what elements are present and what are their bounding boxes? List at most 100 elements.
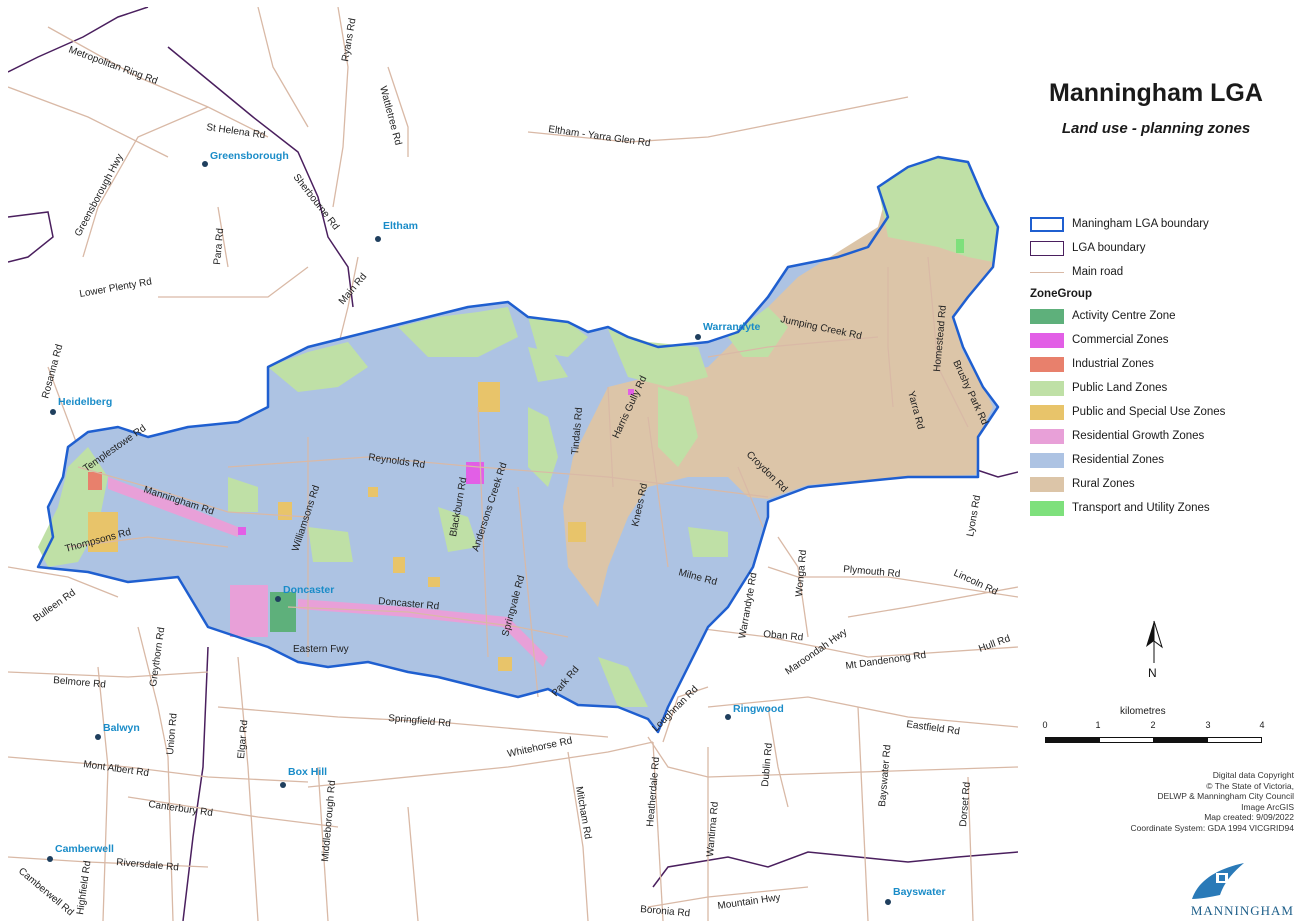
manningham-lga-boundary[interactable] xyxy=(36,155,1000,734)
legend-item-manningham-boundary: Maningham LGA boundary xyxy=(1030,212,1292,236)
road-label: Camberwell Rd xyxy=(16,866,75,918)
road-label: Dublin Rd xyxy=(760,743,775,788)
legend-item-zone: Residential Zones xyxy=(1030,448,1292,472)
legend-label: Industrial Zones xyxy=(1072,358,1154,370)
legend-item-zone: Residential Growth Zones xyxy=(1030,424,1292,448)
legend-item-zone: Commercial Zones xyxy=(1030,328,1292,352)
road-label: Riversdale Rd xyxy=(116,857,180,873)
road-label: Eltham - Yarra Glen Rd xyxy=(548,124,652,149)
legend-item-zone: Rural Zones xyxy=(1030,472,1292,496)
line-swatch xyxy=(1030,271,1064,273)
legend-item-zone: Activity Centre Zone xyxy=(1030,304,1292,328)
road-label: Elgar Rd xyxy=(236,720,250,760)
public-land-zones[interactable] xyxy=(38,157,998,707)
zone-color-swatch xyxy=(1030,476,1064,492)
road-label: Mt Dandenong Rd xyxy=(845,650,927,672)
suburb-box-hill: Box Hill xyxy=(288,766,327,778)
scale-segment xyxy=(1153,737,1208,743)
legend-item-zone: Public Land Zones xyxy=(1030,376,1292,400)
road-label: Doncaster Rd xyxy=(378,596,440,612)
suburb-camberwell: Camberwell xyxy=(55,843,114,855)
legend-group-title: ZoneGroup xyxy=(1030,288,1092,300)
council-logo-icon xyxy=(1188,859,1248,908)
road-label: Hull Rd xyxy=(977,633,1012,655)
credit-line: DELWP & Manningham City Council xyxy=(1157,791,1294,801)
scale-unit: kilometres xyxy=(1120,706,1166,717)
scale-tick: 2 xyxy=(1150,720,1156,730)
road-label: Springfield Rd xyxy=(388,713,452,729)
credit-line: Coordinate System: GDA 1994 VICGRID94 xyxy=(1130,822,1294,833)
scale-tick: 1 xyxy=(1095,720,1101,730)
scale-tick: 3 xyxy=(1205,720,1211,730)
suburb-markers: Greensborough Eltham Heidelberg Warrandy… xyxy=(47,150,946,905)
road-label: Plymouth Rd xyxy=(843,564,901,580)
road-label: Bayswater Rd xyxy=(877,744,893,807)
road-label: Highfield Rd xyxy=(75,860,93,915)
industrial-zones[interactable] xyxy=(88,472,102,490)
road-label: Tindals Rd xyxy=(570,407,585,455)
residential-growth-zones[interactable] xyxy=(108,477,548,667)
legend-label: Activity Centre Zone xyxy=(1072,310,1176,322)
road-label: Wonga Rd xyxy=(794,549,809,597)
zone-color-swatch xyxy=(1030,404,1064,420)
map-title: Manningham LGA xyxy=(1049,79,1263,107)
public-special-use-zones[interactable] xyxy=(88,382,586,671)
road-label: St Helena Rd xyxy=(206,122,266,141)
legend-label: LGA boundary xyxy=(1072,242,1146,254)
legend-label: Residential Growth Zones xyxy=(1072,430,1205,442)
suburb-heidelberg: Heidelberg xyxy=(58,396,112,408)
zone-color-swatch xyxy=(1030,308,1064,324)
internal-roads xyxy=(67,256,969,698)
credit-line: Digital data Copyright xyxy=(1212,770,1294,780)
legend-label: Main road xyxy=(1072,266,1124,278)
legend-label: Residential Zones xyxy=(1072,454,1165,466)
road-label: Greensborough Hwy xyxy=(73,152,126,238)
road-label: Ryans Rd xyxy=(340,17,358,62)
legend-label: Rural Zones xyxy=(1072,478,1135,490)
zone-color-swatch xyxy=(1030,356,1064,372)
road-label: Wantirna Rd xyxy=(705,801,721,857)
legend-label: Maningham LGA boundary xyxy=(1072,218,1209,230)
scale-segment xyxy=(1045,737,1100,743)
zone-color-swatch xyxy=(1030,380,1064,396)
road-label: Greythorn Rd xyxy=(148,626,167,687)
suburb-balwyn: Balwyn xyxy=(103,722,140,734)
north-arrow-icon: N xyxy=(1142,619,1166,684)
road-label: Bulleen Rd xyxy=(31,587,77,624)
map-subtitle: Land use - planning zones xyxy=(1061,120,1251,137)
scale-tick: 0 xyxy=(1042,720,1048,730)
road-label: Lyons Rd xyxy=(965,494,983,537)
legend-label: Commercial Zones xyxy=(1072,334,1169,346)
zone-color-swatch xyxy=(1030,452,1064,468)
manningham-lga-area[interactable] xyxy=(38,157,998,732)
legend-label: Transport and Utility Zones xyxy=(1072,502,1210,514)
road-label: Middleborough Rd xyxy=(320,780,338,862)
legend-item-zone: Transport and Utility Zones xyxy=(1030,496,1292,520)
road-label: Whitehorse Rd xyxy=(506,735,573,760)
council-name: MANNINGHAM xyxy=(1190,903,1294,918)
legend-item-zone: Industrial Zones xyxy=(1030,352,1292,376)
road-label: Wattletree Rd xyxy=(377,85,403,147)
suburb-bayswater: Bayswater xyxy=(893,886,946,898)
road-label: Mont Albert Rd xyxy=(83,759,150,779)
road-label: Union Rd xyxy=(165,713,180,756)
credit-line: © The State of Victoria, xyxy=(1206,780,1294,791)
suburb-warrandyte: Warrandyte xyxy=(703,321,761,333)
road-label: Boronia Rd xyxy=(640,904,691,919)
map-canvas[interactable]: Greensborough Eltham Heidelberg Warrandy… xyxy=(8,7,1018,921)
activity-centre-zone[interactable] xyxy=(270,592,296,632)
road-label: Lower Plenty Rd xyxy=(79,276,153,300)
transport-utility-zones[interactable] xyxy=(956,239,964,253)
road-label: Oban Rd xyxy=(763,629,804,643)
road-label: Eastfield Rd xyxy=(906,719,961,737)
suburb-greensborough: Greensborough xyxy=(210,150,289,162)
rural-zones[interactable] xyxy=(563,167,998,607)
legend-panel: Manningham LGA Land use - planning zones… xyxy=(1018,7,1294,921)
outline-swatch xyxy=(1030,240,1064,256)
suburb-eltham: Eltham xyxy=(383,220,418,232)
road-label: Para Rd xyxy=(212,228,226,266)
legend: Maningham LGA boundary LGA boundary Main… xyxy=(1030,212,1292,520)
road-label: Belmore Rd xyxy=(53,675,107,691)
